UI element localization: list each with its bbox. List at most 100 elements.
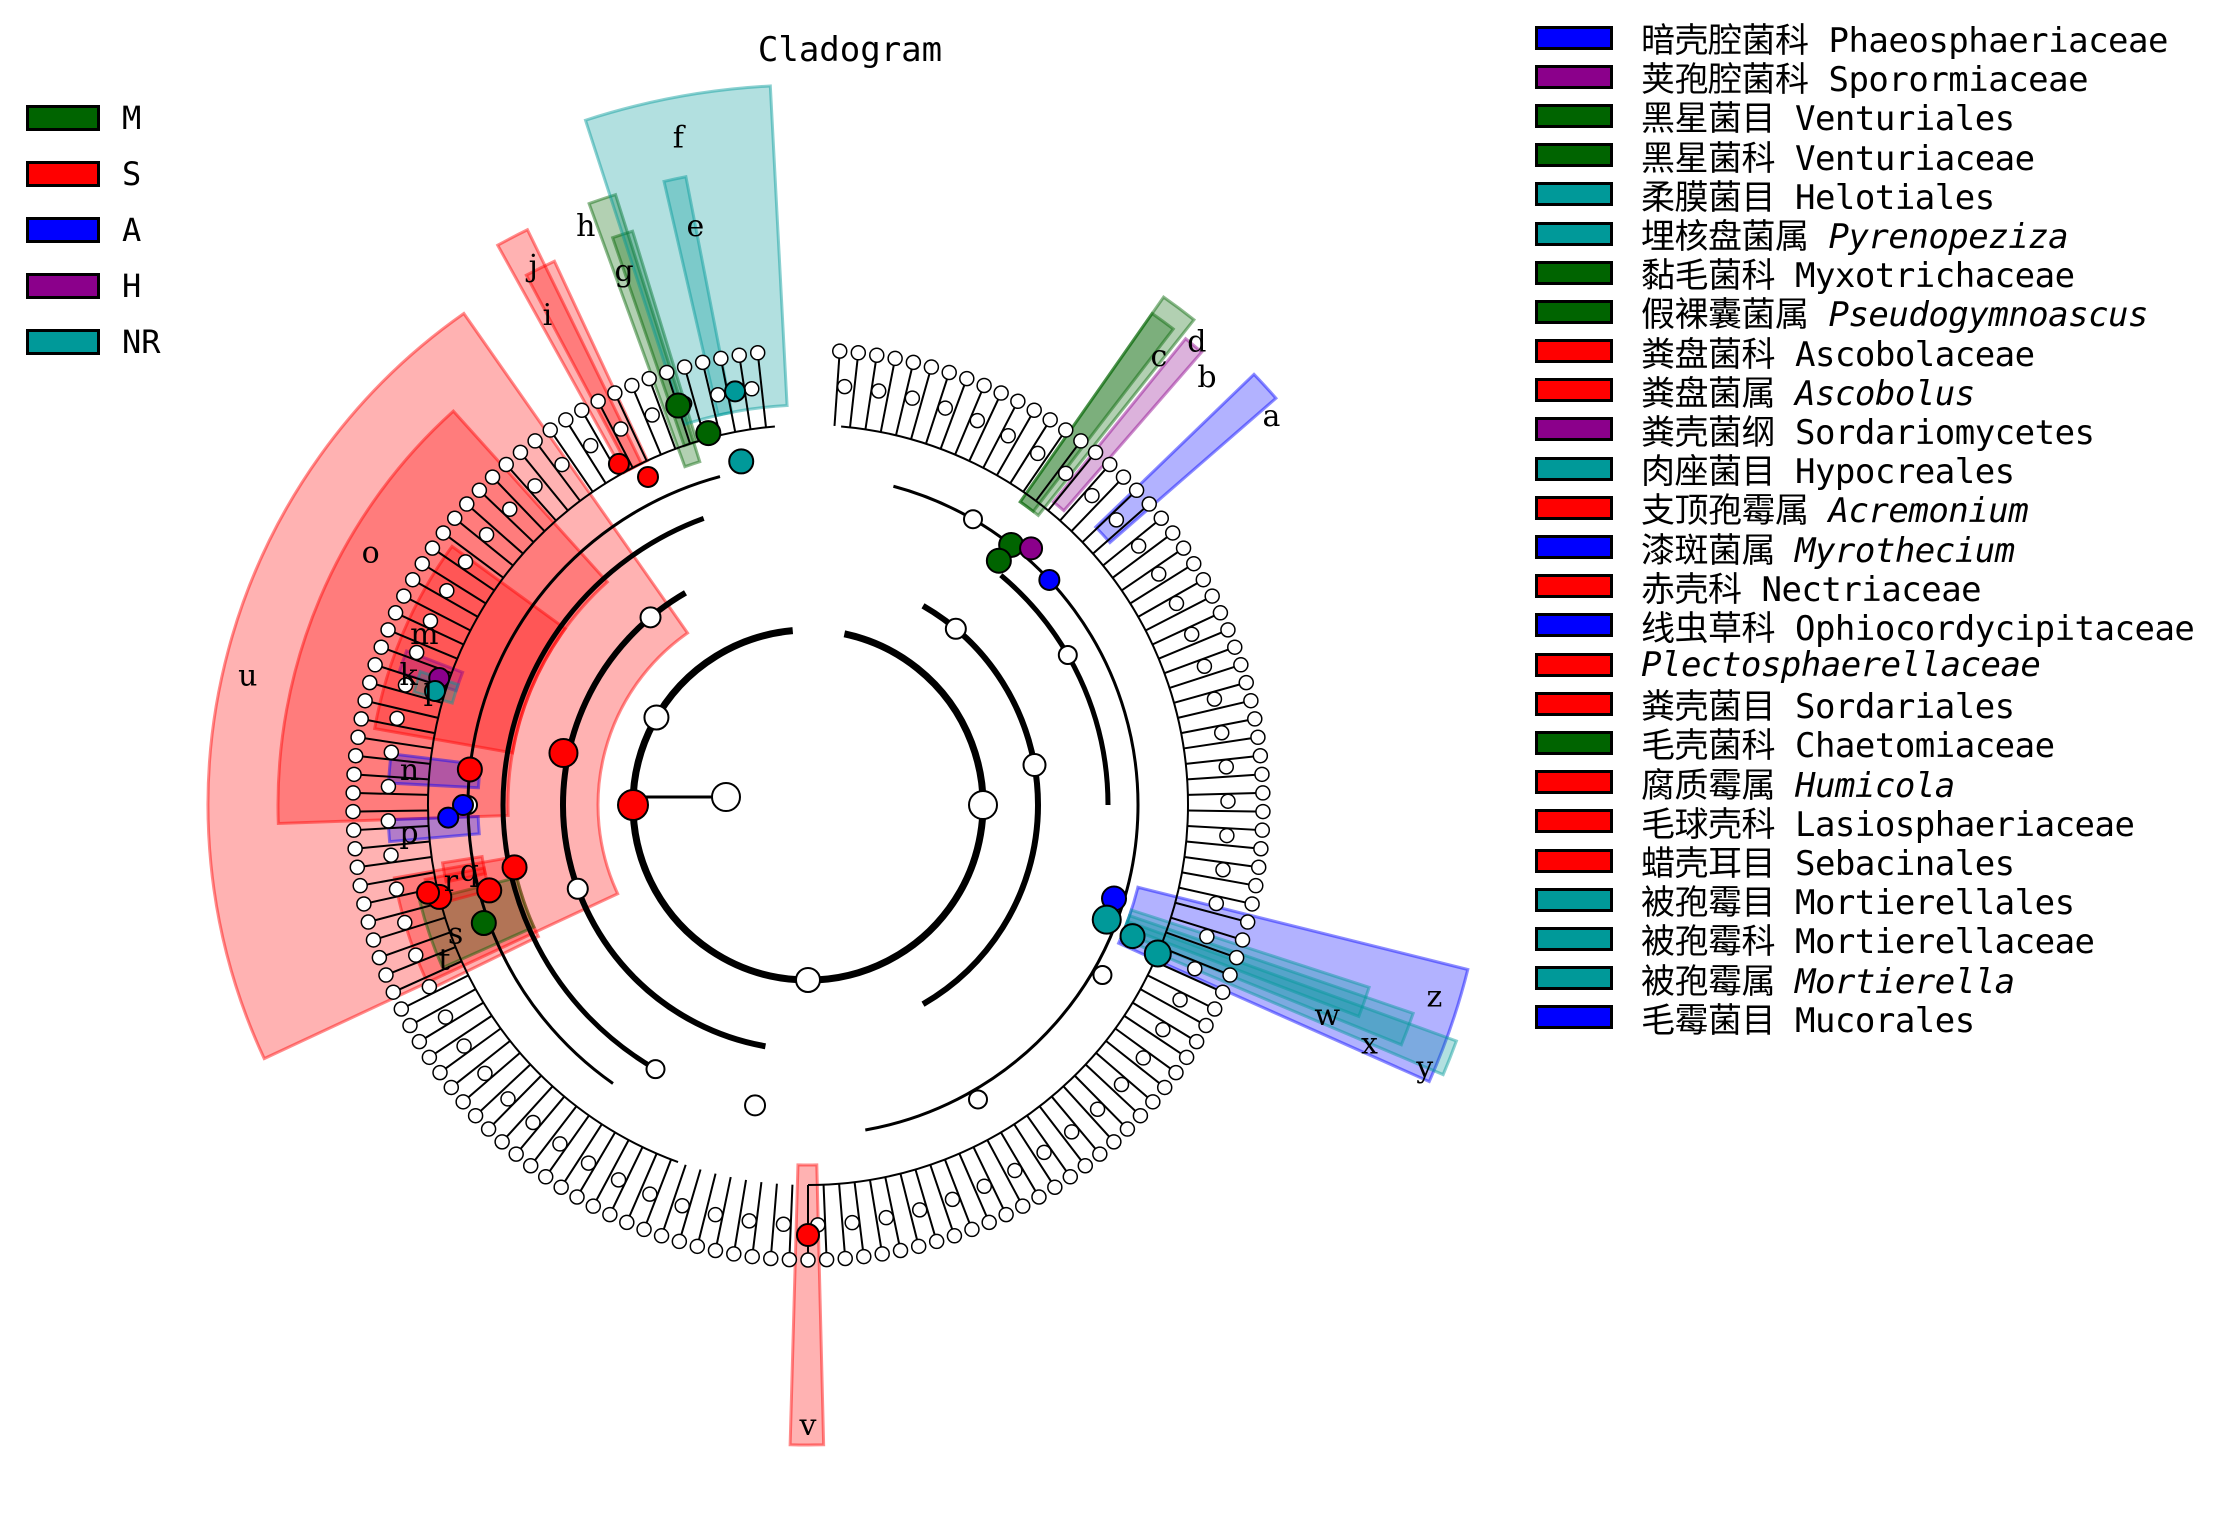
legend-swatch <box>26 217 100 243</box>
sector-letter-b: b <box>1197 360 1216 395</box>
sector-letter-v: v <box>799 1408 817 1443</box>
tree-arc-class <box>921 603 1041 1007</box>
sector-letter-l: l <box>423 679 433 714</box>
leaf-node <box>467 1107 484 1124</box>
biomarker-node-v <box>796 1223 820 1247</box>
tree-node <box>439 582 455 599</box>
tree-branch <box>1013 1123 1056 1188</box>
leaf-node <box>1092 1146 1108 1162</box>
tree-node <box>500 1091 516 1107</box>
leaf-node <box>1222 967 1238 983</box>
leaf-node <box>981 1214 997 1231</box>
leaf-node <box>1132 1107 1149 1124</box>
sector-letter-p: p <box>399 816 418 851</box>
tree-node <box>1218 759 1235 775</box>
leaf-node <box>484 469 501 485</box>
tree-arc-order <box>500 516 705 1072</box>
leaf-node <box>887 350 903 367</box>
leaf-node <box>360 914 377 930</box>
legend-swatch <box>1535 966 1613 991</box>
taxon-latin-name: Mucorales <box>1794 1000 1975 1041</box>
leaf-node <box>624 377 640 394</box>
leaf-node <box>1212 605 1229 621</box>
tree-branch <box>613 392 648 462</box>
leaf-node <box>781 1251 798 1268</box>
taxa-legend-item: 黑星菌科 Venturiaceae <box>1535 136 2194 179</box>
tree-branch <box>491 476 546 532</box>
tree-branch <box>1183 736 1259 750</box>
tree-branch <box>769 1183 778 1259</box>
biomarker-node-o <box>617 789 649 821</box>
tree-branch <box>1139 988 1207 1027</box>
leaf-node <box>387 605 404 621</box>
tree-branch <box>1111 532 1174 579</box>
taxon-chinese-name: 蜡壳耳目 <box>1641 844 1795 885</box>
leaf-node <box>619 1214 635 1231</box>
tree-branch <box>1084 1063 1142 1117</box>
taxon-chinese-name: 腐质霉属 <box>1641 765 1795 806</box>
tree-node <box>644 407 660 423</box>
taxon-label: 柔膜菌目 Helotiales <box>1641 170 1995 219</box>
leaf-node <box>424 540 441 556</box>
tree-node <box>710 387 726 403</box>
tree-node <box>1130 538 1147 554</box>
leaf-node <box>345 822 362 838</box>
taxon-latin-name: Sporormiaceae <box>1828 60 2089 101</box>
leaf-node <box>446 510 463 526</box>
biomarker-node-b <box>1019 536 1044 561</box>
sector-letter-e: e <box>687 209 705 244</box>
sector-letter-y: y <box>1415 1050 1433 1085</box>
tree-node <box>389 710 405 727</box>
leaf-node <box>362 674 378 691</box>
legend-swatch <box>1535 691 1613 716</box>
tree-node <box>1113 1076 1130 1093</box>
biomarker-node-e <box>724 380 747 403</box>
taxa-legend-item: 粪壳菌纲 Sordariomycetes <box>1535 410 2194 453</box>
tree-branch <box>560 1123 603 1188</box>
tree-branch <box>1187 773 1263 781</box>
taxon-latin-name: Mortierellaceae <box>1794 922 2095 963</box>
tree-node <box>397 914 413 931</box>
highlight-sector-d <box>1018 295 1197 518</box>
legend-swatch <box>1535 1005 1613 1030</box>
tree-node <box>911 1202 928 1218</box>
taxa-legend-item: 粪壳菌目 Sordariales <box>1535 684 2194 727</box>
leaf-node <box>831 343 848 359</box>
leaf-node <box>1248 877 1264 894</box>
tree-branch <box>1165 931 1237 959</box>
leaf-node <box>1073 433 1089 449</box>
taxon-latin-name: Sebacinales <box>1794 844 2015 885</box>
tree-node <box>639 606 662 629</box>
leaf-node <box>421 1049 438 1066</box>
leaf-node <box>850 345 867 361</box>
legend-swatch <box>1535 103 1613 128</box>
leaf-node <box>1206 1001 1223 1017</box>
tree-branch <box>1092 503 1150 555</box>
tree-branch <box>1022 429 1067 493</box>
leaf-node <box>1214 984 1231 1000</box>
leaf-node <box>941 364 957 381</box>
taxon-label: 暗壳腔菌科 Phaeosphaeriaceae <box>1641 13 2168 62</box>
tree-node <box>968 1089 988 1110</box>
legend-swatch <box>26 273 100 299</box>
tree-node <box>1199 928 1215 945</box>
tree-branch <box>958 1153 991 1223</box>
taxon-label: 线虫草科 Ophiocordycipitaceae <box>1641 601 2195 650</box>
biomarker-node-r <box>476 877 503 904</box>
leaf-node <box>892 1242 909 1259</box>
leaf-node <box>1178 1049 1195 1066</box>
tree-node <box>1220 793 1236 809</box>
tree-branch <box>368 901 442 924</box>
leaf-node <box>928 1233 945 1250</box>
taxon-label: 毛霉菌目 Mucorales <box>1641 993 1975 1042</box>
taxon-latin-name: Ascobolaceae <box>1794 334 2035 375</box>
tree-node <box>1150 566 1167 582</box>
legend-swatch <box>1535 143 1613 168</box>
tree-node <box>527 478 543 494</box>
legend-swatch <box>1535 456 1613 481</box>
sector-letter-s: s <box>448 916 463 951</box>
tree-branch <box>442 532 505 579</box>
sector-letter-k: k <box>399 658 418 693</box>
tree-node <box>944 1191 961 1208</box>
taxon-latin-name: Pseudogymnoascus <box>1828 295 2148 336</box>
